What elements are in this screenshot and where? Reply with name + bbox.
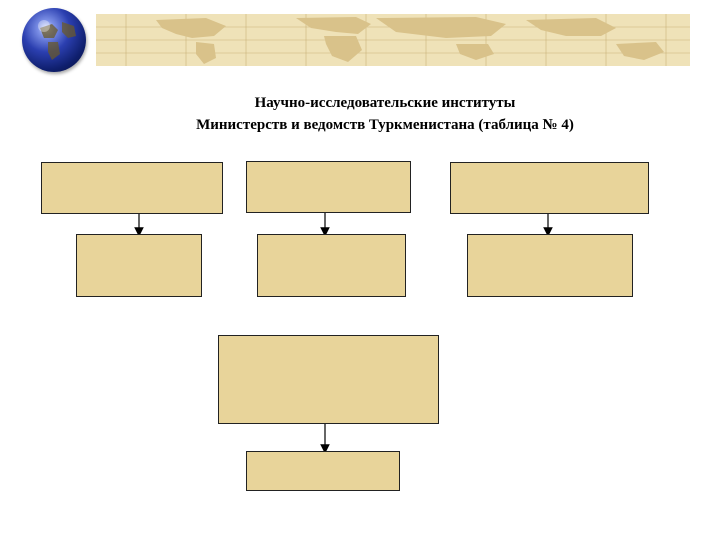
box-top-right [450, 162, 649, 214]
box-mid-left [76, 234, 202, 297]
world-map-icon [96, 14, 690, 66]
globe-icon [22, 8, 86, 72]
title-line-2: Министерств и ведомств Туркменистана (та… [196, 117, 574, 133]
page-title: Научно-исследовательские институты Минис… [0, 92, 720, 136]
world-map-banner [96, 14, 690, 66]
box-bottom-center [246, 451, 400, 491]
box-top-left [41, 162, 223, 214]
box-lower-center [218, 335, 439, 424]
box-mid-center [257, 234, 406, 297]
box-mid-right [467, 234, 633, 297]
box-top-center [246, 161, 411, 213]
title-line-1: Научно-исследовательские институты [254, 95, 516, 111]
